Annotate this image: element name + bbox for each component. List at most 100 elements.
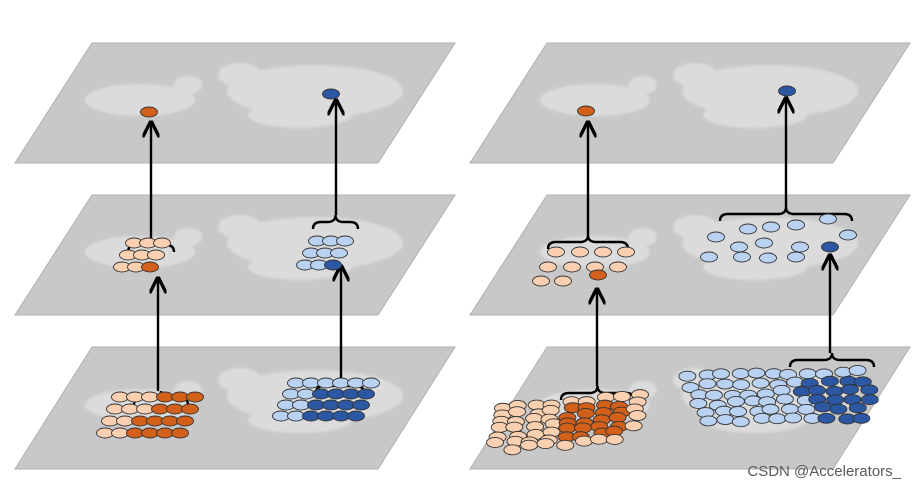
right-bot-orange-dot — [520, 439, 538, 451]
left-bot-orange-dot — [171, 391, 189, 403]
right-mid-orange-dot — [589, 269, 607, 281]
left-bot-blue-dot — [277, 399, 295, 411]
small-lamb-body — [703, 254, 807, 280]
right-mid-orange-dot — [539, 261, 557, 273]
right-bot-blue-dot — [698, 378, 717, 390]
left-bot-blue-dot — [342, 388, 360, 400]
right-bot-blue-dot — [768, 413, 787, 425]
right-bot-orange-dot — [508, 406, 527, 418]
ewe-head — [673, 215, 717, 239]
right-bot-orange-dot — [605, 434, 624, 445]
left-bot-blue-dot — [287, 410, 305, 422]
left-bot-orange-dot — [146, 415, 164, 427]
right-mid-orange-dot — [563, 261, 581, 273]
right-bot-blue-dot — [784, 412, 803, 424]
right-bot-blue-dot — [731, 368, 750, 379]
right-mid-blue-dot — [730, 241, 748, 253]
right-mid-blue-dot — [762, 221, 780, 233]
left-mid-blue-dot — [330, 247, 348, 259]
right-bot-blue-dot — [678, 370, 697, 382]
right-mid-blue-dot — [839, 229, 857, 241]
right-bot-blue-dot — [729, 406, 748, 417]
left-bot-orange-dot — [111, 427, 129, 439]
right-mid-blue-dot — [755, 237, 773, 249]
right-bot-orange-dot — [624, 420, 643, 432]
right-mid-blue-dot — [787, 251, 805, 263]
right-mid-blue-dot — [707, 231, 725, 243]
right-bot-blue-dot — [829, 403, 848, 415]
right-bot-blue-dot — [821, 375, 839, 387]
left-top-orange-dot — [140, 106, 158, 118]
right-bot-blue-dot — [699, 415, 718, 427]
right-bot-blue-dot — [712, 368, 730, 380]
right-mid-orange-dot — [532, 275, 550, 287]
left-bot-orange-dot — [156, 427, 174, 439]
left-bot-orange-dot — [181, 403, 199, 415]
right-bot-orange-dot — [613, 390, 631, 402]
right-mid-blue-dot — [791, 241, 809, 253]
right-bot-blue-dot — [689, 398, 708, 409]
right-mid-blue-dot — [759, 252, 777, 264]
right-bot-orange-dot — [541, 404, 560, 416]
left-bot-blue-dot — [302, 377, 320, 389]
left-mid-blue-dot — [336, 235, 354, 247]
right-bot-blue-dot — [852, 412, 871, 424]
left-bot-orange-dot — [151, 403, 169, 415]
left-bot-orange-dot — [186, 391, 204, 403]
ewe-head — [218, 63, 262, 87]
left-bot-orange-dot — [116, 415, 134, 427]
ewe-head — [218, 368, 262, 392]
lamb-head — [629, 228, 657, 246]
sheep-silhouette — [85, 63, 403, 128]
right-bot-orange-dot — [503, 444, 522, 456]
left-bot-blue-dot — [327, 388, 345, 400]
right-bot-blue-dot — [705, 389, 723, 401]
right-mid-orange-dot — [617, 246, 635, 258]
left-bot-blue-dot — [312, 388, 330, 400]
left-bot-orange-dot — [166, 403, 184, 415]
right-bot-blue-bracket — [788, 352, 876, 368]
left-bot-blue-dot — [297, 388, 315, 400]
right-bot-blue-dot — [792, 386, 811, 398]
right-bot-blue-dot — [807, 384, 826, 396]
right-bot-orange-dot — [608, 411, 627, 423]
left-bot-orange-dot — [121, 403, 139, 415]
right-bot-blue-dot — [775, 393, 794, 405]
left-bot-blue-dot — [352, 399, 370, 411]
right-bot-blue-dot — [731, 416, 750, 428]
right-bot-orange-dot — [575, 435, 594, 447]
left-bot-orange-dot — [96, 427, 114, 439]
right-bot-blue-dot — [732, 379, 751, 391]
left-bot-blue-dot — [317, 410, 335, 422]
right-bot-blue-dot — [761, 403, 780, 415]
left-top-blue-dot — [322, 88, 340, 100]
left-mid-blue-dot — [324, 259, 342, 271]
left-bot-blue-dot — [317, 377, 335, 389]
left-bot-orange-dot — [111, 391, 129, 403]
left-bot-blue-dot — [302, 410, 320, 422]
right-mid-orange-dot — [554, 275, 572, 287]
right-bot-orange-dot — [628, 410, 647, 421]
right-bot-blue-dot — [716, 378, 735, 390]
left-bot-orange-dot — [131, 415, 149, 427]
right-bot-blue-dot — [848, 364, 867, 376]
left-bot-blue-dot — [337, 399, 355, 411]
right-bot-orange-dot — [505, 421, 524, 433]
left-bot-blue-dot — [357, 388, 375, 400]
ewe-body — [227, 65, 403, 117]
left-bot-blue-dot — [347, 377, 365, 389]
right-bot-blue-dot — [860, 384, 879, 396]
left-bot-blue-dot — [347, 410, 365, 422]
right-bot-blue-dot — [841, 383, 859, 395]
right-mid-orange-dot — [571, 246, 589, 258]
right-mid-blue-dot — [787, 219, 805, 231]
left-bot-blue-dot — [287, 377, 305, 389]
right-mid-blue-dot — [819, 213, 837, 225]
right-bot-blue-dot — [860, 394, 879, 406]
right-bot-blue-dot — [772, 384, 791, 396]
right-bot-orange-dot — [590, 433, 608, 445]
left-bot-blue-dot — [282, 388, 300, 400]
left-bot-blue-dot — [292, 399, 310, 411]
ewe-head — [673, 63, 717, 87]
